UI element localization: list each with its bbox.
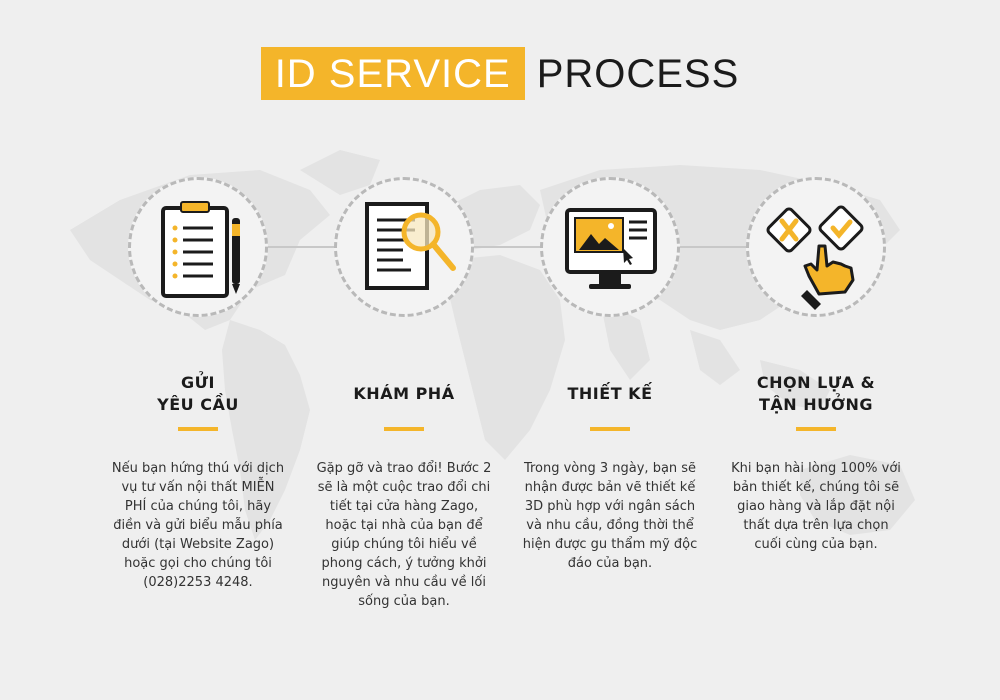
hand-choice-icon: [766, 205, 864, 310]
step-connector: [268, 246, 334, 248]
step-description: Gặp gỡ và trao đổi! Bước 2 sẽ là một cuộ…: [316, 461, 492, 609]
step-description: Nếu bạn hứng thú với dịch vụ tư vấn nội …: [111, 461, 285, 590]
step-connector: [680, 246, 746, 248]
step-underline: [590, 427, 630, 431]
step-2-icon-circle: [334, 177, 474, 317]
step-connector: [474, 246, 540, 248]
step-underline: [178, 427, 218, 431]
document-search-icon: [365, 202, 456, 290]
step-title: CHỌN LỰA & TẬN HƯỞNG: [756, 373, 876, 414]
step-description: Trong vòng 3 ngày, bạn sẽ nhận được bản …: [522, 461, 698, 571]
step-2: KHÁM PHÁ Gặp gỡ và trao đổi! Bước 2 sẽ l…: [304, 370, 504, 611]
step-4-icon-circle: [746, 177, 886, 317]
page-title: ID SERVICE PROCESS: [0, 47, 1000, 100]
step-underline: [796, 427, 836, 431]
step-1: GỬI YÊU CẦU Nếu bạn hứng thú với dịch vụ…: [98, 370, 298, 592]
step-1-icon-circle: [128, 177, 268, 317]
step-3-icon-circle: [540, 177, 680, 317]
clipboard-checklist-icon: [161, 201, 240, 298]
step-description: Khi bạn hài lòng 100% với bản thiết kế, …: [731, 461, 901, 552]
step-title: GỬI YÊU CẦU: [157, 373, 239, 414]
step-3: THIẾT KẾ Trong vòng 3 ngày, bạn sẽ nhận …: [510, 370, 710, 573]
step-underline: [384, 427, 424, 431]
step-title: THIẾT KẾ: [567, 384, 653, 403]
step-title: KHÁM PHÁ: [353, 384, 455, 403]
title-rest: PROCESS: [536, 51, 740, 96]
monitor-design-icon: [565, 208, 657, 289]
title-highlight: ID SERVICE: [260, 47, 525, 100]
step-4: CHỌN LỰA & TẬN HƯỞNG Khi bạn hài lòng 10…: [716, 370, 916, 554]
